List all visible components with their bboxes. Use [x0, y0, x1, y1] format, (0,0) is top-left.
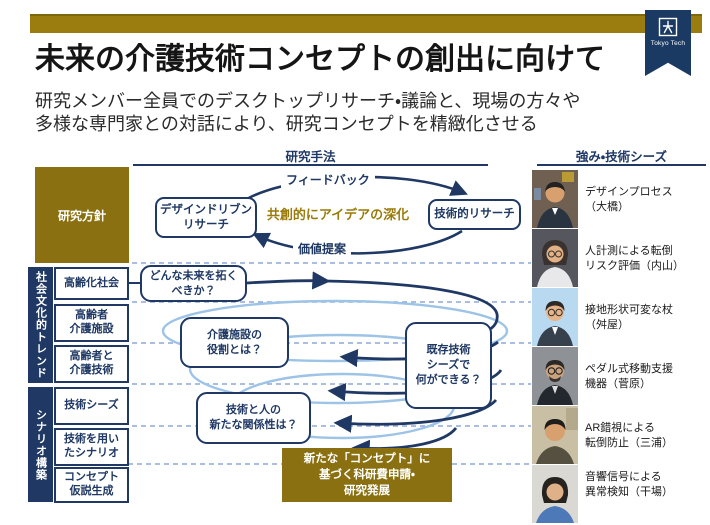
feedback-label: フィードバック — [281, 171, 375, 188]
member-photo-hoshiba — [532, 465, 578, 523]
scenario-item-tech-seeds: 技術シーズ — [54, 387, 129, 425]
member-label-uchiyama: 人計測による転倒 リスク評価（内山） — [585, 245, 684, 273]
scenario-item-concept-hypothesis: コンセプト 仮説生成 — [54, 467, 129, 503]
trend-item-aging-society: 高齢化社会 — [54, 267, 129, 300]
question-future-box: どんな未来を拓く べきか？ — [140, 265, 247, 302]
page-title: 未来の介護技術コンセプトの創出に向けて — [35, 43, 605, 76]
methods-header-underline — [133, 164, 488, 166]
top-accent-bar — [30, 14, 702, 33]
member-label-sugawara: ペダル式移動支援 機器（菅原） — [585, 363, 673, 391]
member-label-masuya: 接地形状可変な杖 （舛屋） — [585, 304, 673, 332]
scenario-group-bar: シナリオ構築 — [28, 387, 53, 502]
member-label-ohashi: デザインプロセス （大橋） — [585, 186, 673, 214]
page-subtitle: 研究メンバー全員でのデスクトップリサーチ・議論と、現場の方々や 多様な専門家との… — [35, 91, 581, 135]
scenario-group-label: シナリオ構築 — [34, 408, 47, 481]
research-policy-box: 研究方針 — [35, 167, 129, 263]
member-photo-uchiyama — [532, 229, 578, 287]
value-proposal-label: 価値提案 — [293, 240, 352, 257]
question-relation-box: 技術と人の 新たな関係性は？ — [196, 392, 311, 444]
member-photo-miura — [532, 406, 578, 464]
tokyo-tech-emblem-icon — [658, 17, 678, 37]
trend-item-care-facility: 高齢者 介護施設 — [54, 304, 129, 342]
member-photo-ohashi — [532, 170, 578, 228]
methods-header: 研究手法 — [285, 150, 336, 164]
question-facility-box: 介護施設の 役割とは？ — [180, 317, 289, 368]
technical-research-box: 技術的リサーチ — [428, 199, 521, 230]
cocreation-label: 共創的にアイデアの深化 — [266, 207, 410, 222]
trend-group-bar: 社会文化的トレンド — [28, 267, 53, 383]
trend-item-care-tech: 高齢者と 介護技術 — [54, 345, 129, 383]
trend-group-label: 社会文化的トレンド — [34, 271, 47, 379]
member-label-miura: AR錯視による 転倒防止（三浦） — [585, 422, 673, 450]
member-label-hoshiba: 音響信号による 異常検知（干場） — [585, 471, 673, 499]
member-photo-sugawara — [532, 347, 578, 405]
strengths-header-underline — [537, 164, 706, 166]
question-seeds-box: 既存技術 シーズで 何ができる？ — [405, 322, 492, 409]
strengths-header: 強み・技術シーズ — [575, 150, 668, 164]
member-photo-masuya — [532, 288, 578, 346]
scenario-item-tech-scenario: 技術を用い たシナリオ — [54, 428, 129, 466]
tokyo-tech-logo-text: Tokyo Tech — [650, 40, 686, 47]
outcome-box: 新たな「コンセプト」に 基づく科研費申請・ 研究発展 — [282, 448, 452, 502]
design-driven-research-box: デザインドリブン リサーチ — [155, 197, 257, 238]
